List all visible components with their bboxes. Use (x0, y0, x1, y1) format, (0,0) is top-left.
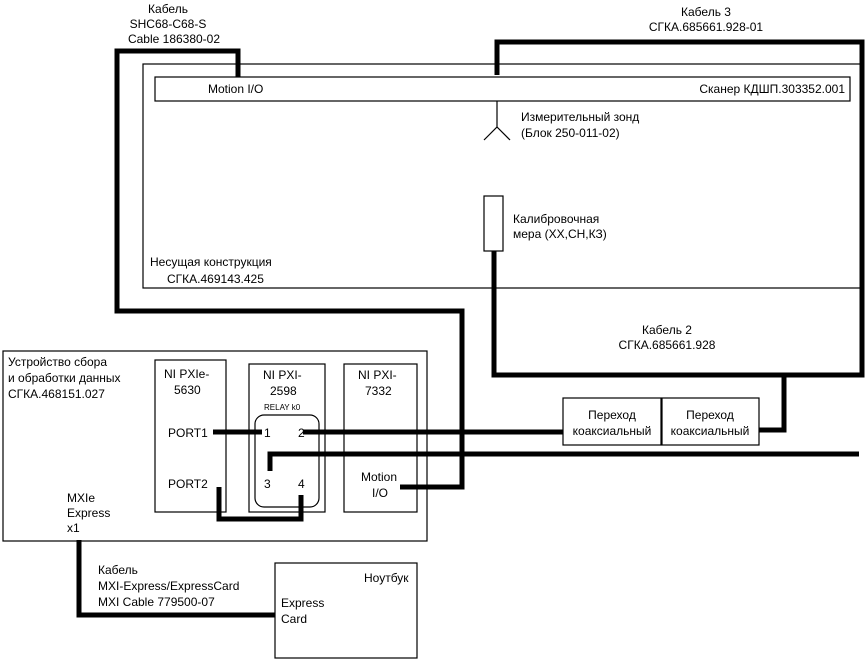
pxi-7332-label-1: NI PXI- (358, 368, 397, 382)
adapter-1-label-2: коаксиальный (573, 424, 652, 438)
pxi-7332-motion-label-2: I/O (372, 486, 388, 500)
cable-mxi-label-3: MXI Cable 779500-07 (98, 595, 215, 609)
adapter-2-label-2: коаксиальный (671, 424, 750, 438)
cable-relay3 (267, 451, 859, 471)
calibration-standard-box (483, 195, 504, 252)
pxi-2598-label-1: NI PXI- (263, 368, 302, 382)
cable-shc68-label-3: Cable 186380-02 (128, 32, 220, 46)
frame-label-2: СГКА.469143.425 (167, 272, 264, 286)
relay-k0-label: RELAY k0 (264, 403, 301, 412)
laptop-box (274, 562, 418, 659)
frame-label-1: Несущая конструкция (150, 255, 272, 269)
adapter-1-label-1: Переход (588, 408, 636, 422)
coax-adapter-1 (562, 397, 662, 446)
adapter-2-label-1: Переход (686, 408, 734, 422)
daq-label-2: и обработки данных (8, 371, 121, 385)
pxie-5630-module (154, 359, 227, 513)
port2-label: PORT2 (168, 477, 208, 491)
cable-port2-relay4 (216, 487, 304, 522)
pxi-2598-label-2: 2598 (270, 384, 297, 398)
cable-2-label-2: СГКА.685661.928 (619, 338, 716, 352)
cable-3-label-1: Кабель 3 (681, 5, 731, 19)
cable-3-label-2: СГКА.685661.928-01 (649, 20, 764, 34)
scanner-box (154, 76, 851, 102)
probe-icon (483, 101, 511, 141)
pxi-2598-module (248, 363, 326, 513)
laptop-title: Ноутбук (364, 571, 409, 585)
cable-mxi-express (76, 540, 275, 618)
cable-2 (491, 251, 787, 433)
probe-label-2: (Блок 250-011-02) (521, 126, 620, 140)
scanner-name-label: Сканер КДШП.303352.001 (699, 82, 845, 96)
mxie-label-3: x1 (67, 521, 80, 535)
calibration-label-1: Калибровочная (513, 212, 599, 226)
mxie-label-2: Express (67, 506, 110, 520)
pxie-5630-label-1: NI PXIe- (164, 367, 209, 381)
scanner-motion-io-label: Motion I/O (208, 82, 263, 96)
relay-pin-3: 3 (264, 477, 271, 491)
relay-pin-2: 2 (298, 426, 305, 440)
cable-shc68-label-1: Кабель (148, 2, 188, 16)
daq-device-box (2, 350, 428, 542)
daq-label-1: Устройство сбора (8, 355, 107, 369)
cable-shc68 (114, 48, 465, 490)
expresscard-label-2: Card (281, 612, 307, 626)
pxi-7332-module (343, 363, 418, 513)
cable-shc68-label-2: SHC68-C68-S (130, 17, 207, 31)
cable-2-label-1: Кабель 2 (642, 323, 692, 337)
coax-adapter-2 (661, 397, 760, 446)
relay-pin-4: 4 (298, 477, 305, 491)
calibration-label-2: мера (XX,CH,КЗ) (513, 227, 607, 241)
cable-mxi-label-1: Кабель (98, 563, 138, 577)
relay-pin-1: 1 (264, 426, 271, 440)
pxi-7332-motion-label-1: Motion (361, 470, 397, 484)
port1-label: PORT1 (168, 426, 208, 440)
expresscard-label-1: Express (281, 596, 324, 610)
mxie-label-1: MXIe (67, 491, 95, 505)
pxie-5630-label-2: 5630 (174, 383, 201, 397)
probe-label-1: Измерительный зонд (521, 110, 639, 124)
cable-mxi-label-2: MXI-Express/ExpressCard (98, 579, 239, 593)
relay-k0-outline (254, 414, 320, 508)
pxi-7332-label-2: 7332 (365, 384, 392, 398)
daq-label-3: СГКА.468151.027 (8, 387, 105, 401)
